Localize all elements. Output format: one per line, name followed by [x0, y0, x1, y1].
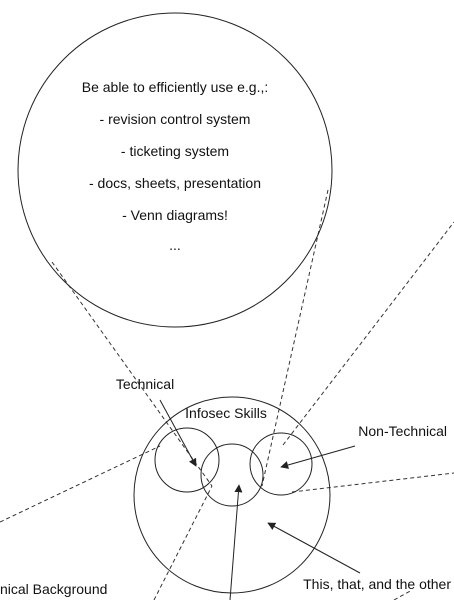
zoom-dashed-line-right	[261, 189, 329, 487]
callout-line-5: - Venn diagrams!	[122, 207, 228, 223]
technical-label: Technical	[116, 376, 174, 392]
callout-line-4: - docs, sheets, presentation	[89, 175, 261, 191]
callout-circle	[17, 12, 333, 328]
background-arrow	[229, 484, 243, 600]
dashed-line-bottom-right	[393, 589, 413, 600]
callout-line-6: ...	[169, 237, 181, 253]
other-label: This, that, and the other	[303, 576, 451, 592]
dashed-line-right	[291, 472, 454, 493]
callout-text: Be able to efficiently use e.g.,: - revi…	[82, 79, 269, 253]
zoom-dashed-line-left	[51, 261, 213, 487]
non-technical-arrow	[280, 445, 356, 469]
dashed-line-upper-right	[282, 221, 454, 446]
dashed-line-lower-left	[153, 485, 213, 600]
technical-circle	[154, 427, 220, 493]
callout-line-2: - revision control system	[100, 111, 251, 127]
background-label: nical Background	[0, 581, 107, 597]
callout-line-1: Be able to efficiently use e.g.,:	[82, 79, 269, 95]
infosec-skills-label: Infosec Skills	[185, 405, 267, 421]
non-technical-circle	[249, 432, 313, 496]
callout-line-3: - ticketing system	[121, 143, 229, 159]
other-arrow	[267, 522, 361, 574]
background-circle	[200, 443, 264, 507]
technical-arrow	[159, 399, 197, 467]
dashed-line-left	[0, 445, 161, 523]
non-technical-label: Non-Technical	[358, 423, 447, 439]
infosec-outer-circle	[133, 396, 331, 594]
